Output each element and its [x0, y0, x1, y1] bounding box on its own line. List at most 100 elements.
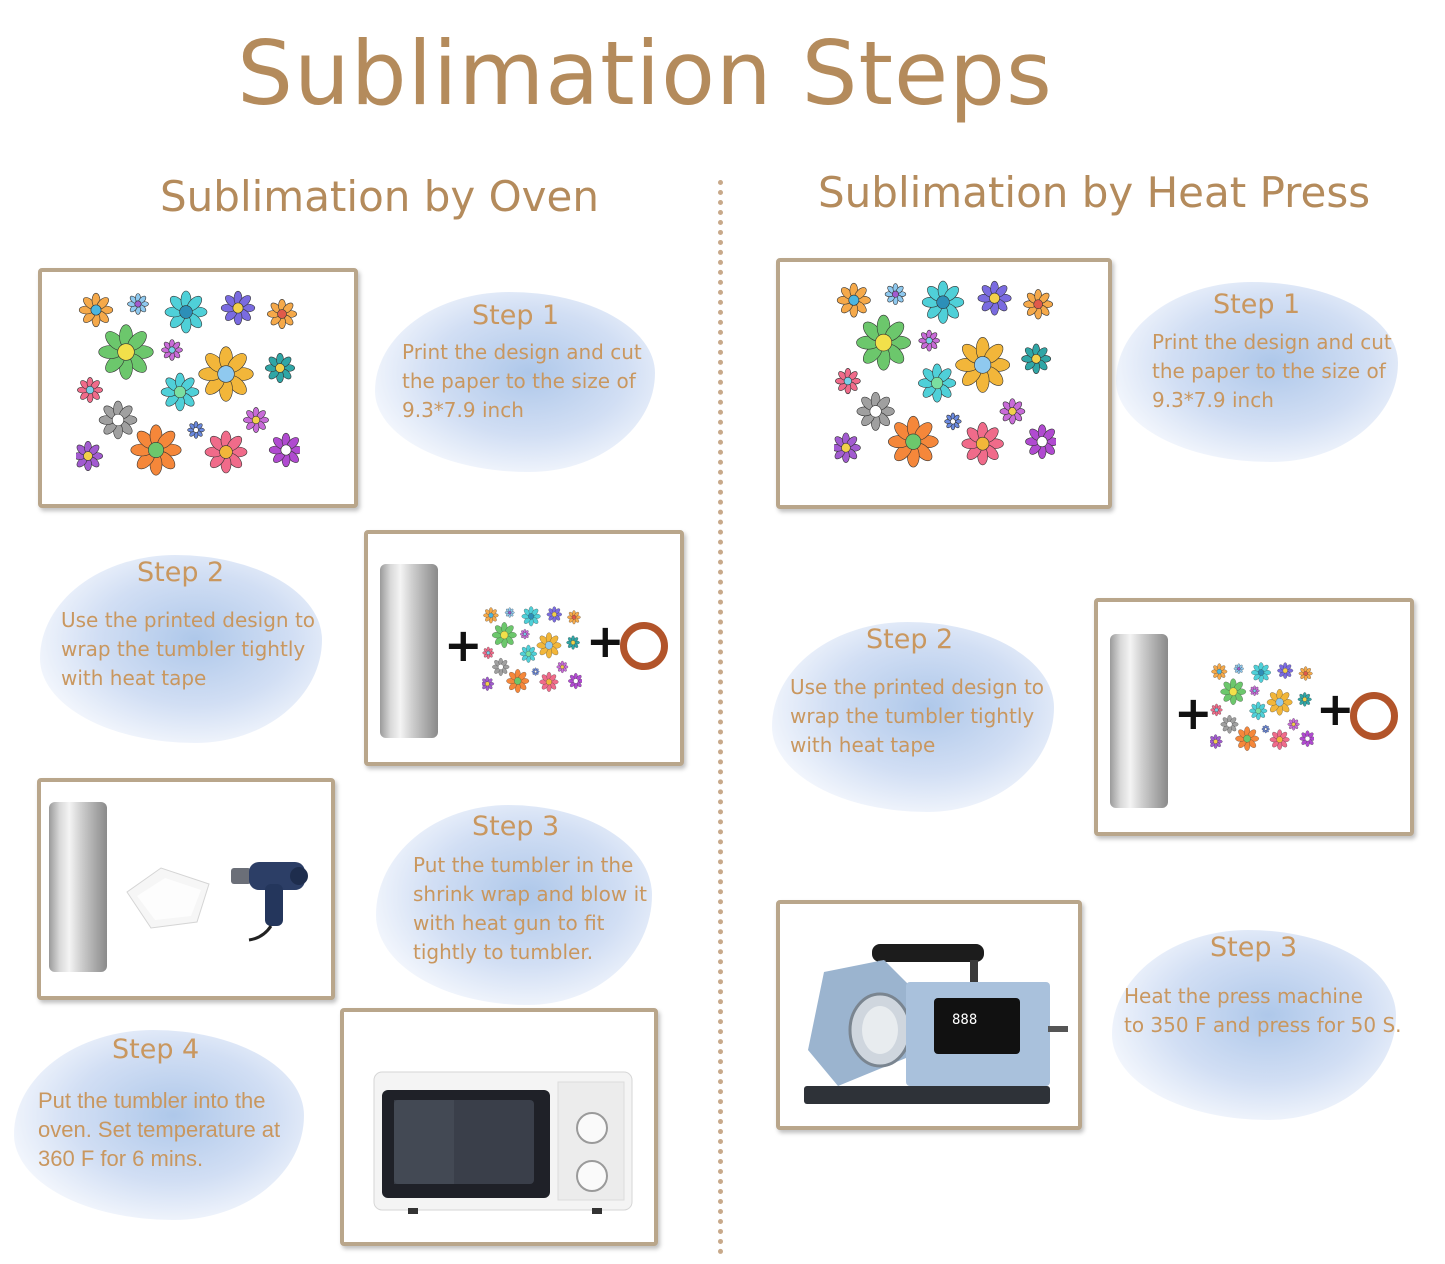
- press-step2-image: + +: [1094, 598, 1414, 836]
- flower-motif: [506, 669, 530, 693]
- flower-motif: [482, 646, 495, 659]
- plus-sign: +: [1316, 682, 1355, 736]
- flower-motif: [531, 667, 540, 676]
- flower-motif: [921, 280, 965, 324]
- plus-sign: +: [1174, 686, 1213, 740]
- flower-motif: [961, 422, 1004, 466]
- flower-motif: [164, 290, 208, 334]
- flower-motif: [834, 432, 861, 463]
- press-step3-blob: [1112, 930, 1396, 1120]
- heat-tape-image: [1350, 692, 1398, 740]
- flower-motif: [1299, 730, 1314, 747]
- flower-motif: [1249, 685, 1260, 696]
- flower-motif: [98, 400, 138, 440]
- press-step1-label: Step 1: [1213, 289, 1301, 320]
- flower-motif: [519, 644, 538, 663]
- flower-design-image: [1210, 662, 1314, 754]
- oven-step4-blob: [14, 1030, 304, 1220]
- flower-motif: [1211, 663, 1228, 680]
- flower-motif: [1220, 678, 1247, 705]
- flower-motif: [492, 622, 517, 648]
- flower-motif: [955, 336, 1011, 393]
- flower-motif: [1269, 729, 1290, 750]
- flower-motif: [504, 607, 515, 618]
- flower-motif: [521, 606, 541, 627]
- flower-motif: [1023, 289, 1054, 320]
- oven-step1-text: Print the design and cut the paper to th…: [402, 340, 642, 422]
- flower-design-image: [482, 606, 582, 696]
- shrink-wrap-image: [126, 867, 210, 929]
- flower-motif: [1025, 424, 1056, 459]
- oven-step4-image: [340, 1008, 658, 1246]
- oven-heading: Sublimation by Oven: [160, 172, 599, 221]
- flower-motif: [1277, 662, 1294, 679]
- flower-motif: [77, 377, 103, 403]
- flower-motif: [539, 671, 559, 692]
- tumbler-image: [49, 802, 107, 972]
- column-divider: [718, 180, 723, 1255]
- flower-motif: [944, 412, 962, 431]
- flower-motif: [243, 407, 269, 433]
- flower-motif: [1297, 692, 1312, 707]
- oven-step1-blob: [375, 292, 655, 472]
- flower-motif: [999, 398, 1026, 425]
- flower-motif: [127, 293, 149, 315]
- flower-motif: [566, 635, 580, 650]
- flower-motif: [483, 607, 499, 624]
- flower-motif: [482, 676, 495, 691]
- flower-motif: [187, 421, 205, 439]
- flower-motif: [1233, 663, 1244, 674]
- flower-motif: [1210, 703, 1223, 717]
- flower-motif: [836, 282, 871, 318]
- tumbler-image: [380, 564, 438, 738]
- press-step1-image: [776, 258, 1112, 509]
- flower-motif: [1251, 662, 1271, 683]
- flower-motif: [835, 368, 861, 395]
- flower-motif: [1266, 689, 1293, 716]
- flower-motif: [198, 346, 254, 402]
- press-display: 888: [952, 1012, 977, 1028]
- heat-tape-image: [620, 622, 668, 670]
- press-step3-label: Step 3: [1210, 932, 1298, 963]
- press-step1-blob: [1116, 282, 1398, 462]
- flower-motif: [98, 324, 154, 380]
- flower-motif: [220, 290, 256, 326]
- flower-motif: [265, 353, 295, 383]
- flower-motif: [977, 280, 1012, 316]
- heat-press-image: 888: [804, 944, 1068, 1104]
- press-step3-text: Heat the press machine to 350 F and pres…: [1124, 984, 1402, 1037]
- oven-image: [373, 1071, 633, 1214]
- flower-motif: [856, 391, 895, 431]
- press-heading: Sublimation by Heat Press: [818, 168, 1371, 217]
- flower-motif: [1021, 343, 1052, 374]
- flower-motif: [856, 314, 911, 371]
- flower-motif: [492, 657, 510, 676]
- flower-motif: [884, 283, 907, 306]
- flower-motif: [546, 606, 562, 623]
- press-step2-text: Use the printed design to wrap the tumbl…: [790, 675, 1045, 757]
- flower-motif: [160, 372, 200, 412]
- press-step1-text: Print the design and cut the paper to th…: [1152, 330, 1392, 412]
- oven-step3-text: Put the tumbler in the shrink wrap and b…: [413, 853, 647, 964]
- press-step2-blob: [772, 622, 1054, 812]
- flower-motif: [204, 430, 248, 474]
- flower-motif: [267, 299, 297, 329]
- flower-motif: [78, 292, 114, 328]
- flower-motif: [1287, 718, 1300, 731]
- flower-motif: [520, 629, 530, 640]
- tumbler-image: [1110, 634, 1168, 808]
- flower-motif: [1220, 715, 1239, 734]
- flower-motif: [161, 339, 183, 361]
- heat-gun-image: [231, 862, 308, 942]
- oven-step4-label: Step 4: [112, 1034, 200, 1065]
- flower-motif: [567, 610, 581, 625]
- oven-step4-text: Put the tumbler into the oven. Set tempe…: [38, 1088, 281, 1171]
- flower-motif: [568, 672, 582, 690]
- oven-step2-label: Step 2: [137, 557, 225, 588]
- oven-step2-text: Use the printed design to wrap the tumbl…: [61, 608, 316, 690]
- flower-motif: [1210, 734, 1223, 749]
- press-step3-image: 888: [776, 900, 1082, 1130]
- flower-motif: [888, 415, 939, 468]
- flower-motif: [1261, 724, 1270, 734]
- page-title: Sublimation Steps: [237, 22, 1053, 125]
